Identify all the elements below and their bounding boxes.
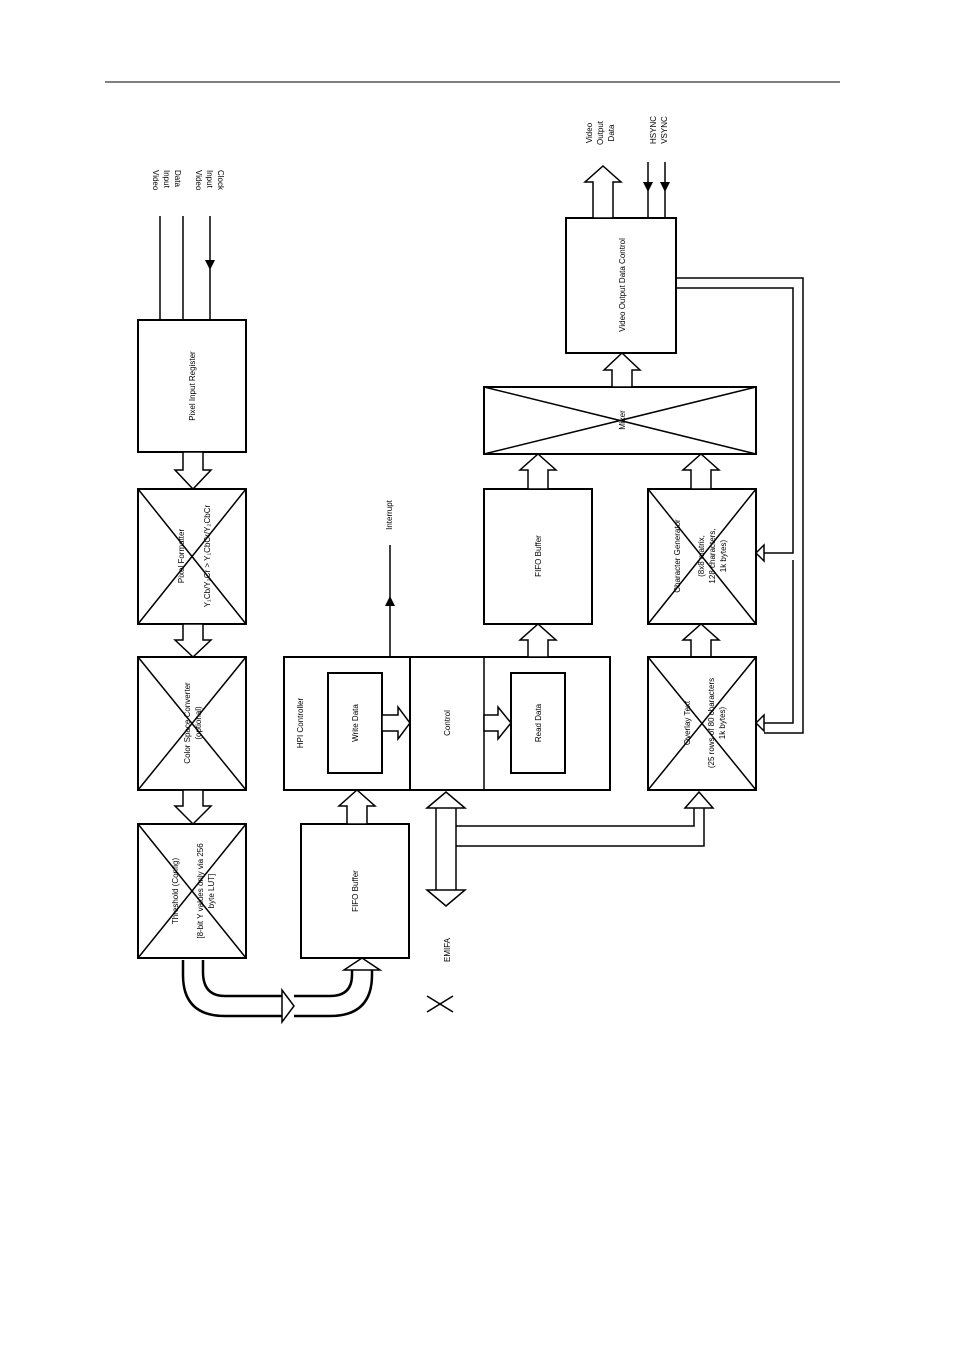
arrow-read-to-fifo: [518, 622, 558, 658]
u-arrow-head: [281, 987, 295, 1025]
svg-text:Pixel Formatter: Pixel Formatter: [177, 529, 186, 584]
interrupt-label: Interrupt: [385, 499, 394, 530]
pixel-input-register-label: Pixel Input Register: [188, 351, 197, 421]
control-feedback-inner: [676, 287, 794, 554]
arrow-fifo-to-write: [337, 788, 377, 825]
u-arrow-outer-left: [181, 960, 282, 1018]
read-data-label: Read Data: [534, 703, 543, 742]
svg-text:1k bytes): 1k bytes): [719, 539, 728, 572]
control-feedback-inner-lower: [764, 560, 794, 724]
control-label: Control: [443, 710, 452, 736]
arrow-pir-to-formatter: [173, 451, 213, 491]
emifa-label: EMIFA: [443, 937, 452, 962]
arrow-mixer-to-output: [602, 351, 642, 388]
svg-text:Character Generator: Character Generator: [673, 519, 682, 593]
arrow-write-to-control: [381, 704, 411, 742]
video-input-clock-label: Video Input Clock: [194, 170, 225, 191]
svg-text:(optional): (optional): [194, 706, 203, 740]
arrow-control-to-read: [483, 704, 512, 742]
hsync-arrowhead: [643, 182, 653, 192]
svg-text:byte LUT]: byte LUT]: [207, 874, 216, 909]
vsync-label: VSYNC: [660, 116, 669, 144]
svg-text:Color Space Converter: Color Space Converter: [183, 682, 192, 764]
fifo-buffer-out-box: [483, 488, 593, 625]
video-output-data-label: Video Output Data: [585, 120, 616, 145]
hsync-label: HSYNC: [649, 116, 658, 144]
arrow-video-output-data: [583, 164, 623, 219]
svg-text:[8-bit Y values only via 256: [8-bit Y values only via 256: [196, 843, 205, 939]
svg-text:Clock: Clock: [216, 170, 225, 191]
svg-text:Video: Video: [585, 122, 594, 143]
emifa-bus-down-head: [424, 889, 468, 907]
fifo-buffer-out-label: FIFO Buffer: [534, 535, 543, 577]
control-feedback-outer: [676, 277, 804, 734]
arrow-chargen-to-mixer: [681, 452, 721, 490]
arrowhead-chargen-control: [754, 543, 765, 563]
svg-text:Input: Input: [205, 170, 214, 189]
emifa-bus-overlay-head: [683, 790, 715, 809]
arrow-formatter-to-csc: [173, 623, 213, 659]
svg-text:Video: Video: [151, 170, 160, 191]
interrupt-arrowhead: [385, 596, 395, 606]
fifo-buffer-in-label: FIFO Buffer: [351, 870, 360, 912]
hpi-controller-label: HPI Controller: [296, 698, 305, 749]
read-data-box: [510, 672, 566, 774]
u-arrow-outer-right: [294, 970, 374, 1018]
arrow-csc-to-threshold: [173, 789, 213, 826]
write-data-box: [327, 672, 383, 774]
mixer-label: Mixer: [618, 410, 627, 430]
svg-text:1k bytes): 1k bytes): [718, 706, 727, 739]
write-data-label: Write Data: [351, 704, 360, 742]
arrow-fifo-to-mixer: [518, 452, 558, 490]
svg-text:Output: Output: [596, 120, 605, 145]
svg-text:Overlay Text: Overlay Text: [683, 700, 692, 745]
emifa-bus-lines: [435, 808, 705, 890]
color-space-converter-label: Color Space Converter (optional): [183, 682, 203, 764]
svg-text:Data: Data: [173, 170, 182, 187]
video-output-data-control-label: Video Output Data Control: [618, 238, 627, 332]
video-output-data-control-box: [565, 217, 677, 354]
character-generator-label: Character Generator (8x8 matrix, 128 cha…: [673, 519, 728, 593]
arrow-overlay-to-chargen: [681, 622, 721, 658]
overlay-text-label: Overlay Text (25 rows of 80 characters 1…: [683, 678, 727, 768]
svg-text:Data: Data: [607, 124, 616, 141]
pixel-formatter-label: Pixel Formatter Y₁Cb/Y₂Cr > Y₁CbCr/Y₂CbC…: [177, 504, 212, 607]
svg-text:128 characters,: 128 characters,: [708, 528, 717, 583]
svg-text:Threshold (Config): Threshold (Config): [171, 858, 180, 925]
svg-text:Y₁Cb/Y₂Cr > Y₁CbCr/Y₂CbCr: Y₁Cb/Y₂Cr > Y₁CbCr/Y₂CbCr: [203, 504, 212, 607]
x-mark-b: [426, 995, 454, 1013]
svg-text:Input: Input: [162, 170, 171, 189]
vsync-arrowhead: [660, 182, 670, 192]
u-arrow-inner-left: [201, 960, 282, 998]
threshold-label: Threshold (Config) [8-bit Y values only …: [171, 843, 216, 939]
u-arrow-inner-right: [294, 970, 354, 998]
video-input-data-label: Video Input Data: [151, 170, 182, 191]
svg-text:(25 rows of 80 characters: (25 rows of 80 characters: [707, 678, 716, 768]
emifa-bus-up-head: [424, 791, 468, 809]
svg-text:(8x8 matrix,: (8x8 matrix,: [697, 535, 706, 577]
u-arrow-up-head: [341, 957, 383, 971]
video-input-clock-arrowhead: [205, 260, 215, 270]
pixel-input-register-box: [137, 319, 247, 453]
svg-text:Video: Video: [194, 170, 203, 191]
arrowhead-overlay-control: [754, 713, 765, 733]
